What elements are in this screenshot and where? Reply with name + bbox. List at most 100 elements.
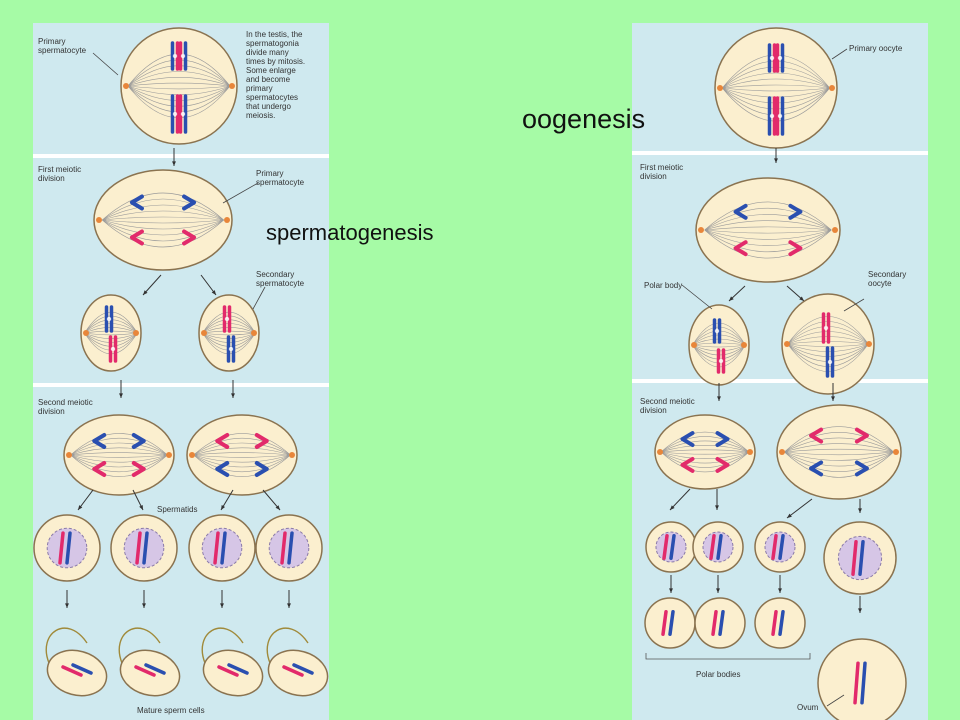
spermatogenesis-panel: Primary spermatocyte In the testis, the … <box>33 23 329 720</box>
spindle-fiber <box>102 219 224 248</box>
chromosome <box>215 433 230 449</box>
chromosome <box>92 433 107 449</box>
spindle-fiber <box>784 451 894 467</box>
cell <box>186 414 298 496</box>
arrow <box>786 498 813 519</box>
chromosome <box>292 663 314 675</box>
leader-line <box>222 182 259 204</box>
chromosome <box>771 610 778 636</box>
spindle-fiber <box>70 454 168 472</box>
chromosome <box>220 531 227 565</box>
spindle-fiber <box>660 436 750 453</box>
spindle-fiber <box>704 201 832 231</box>
spindle-fiber <box>127 85 231 90</box>
spermatogenesis-illustration <box>33 27 329 697</box>
spindle-fiber <box>660 451 750 468</box>
centrosome <box>189 452 195 458</box>
secondary-oocyte-label: Secondary oocyte <box>868 270 907 288</box>
polar-body-label: Polar body <box>644 281 683 290</box>
centromere <box>180 111 186 117</box>
chromosome <box>282 665 304 677</box>
arrow-head <box>831 396 835 401</box>
spindle-fiber <box>722 84 830 89</box>
centromere <box>106 316 112 322</box>
second-meiotic-division-label: Second meiotic division <box>38 398 93 416</box>
arrow-head <box>715 505 719 510</box>
spindle-fiber <box>127 77 231 87</box>
leader-line <box>831 48 848 60</box>
chromosome <box>254 433 269 449</box>
chromosome <box>129 229 144 246</box>
spermatogenesis-title: spermatogenesis <box>266 220 434 245</box>
chromosome <box>854 460 869 477</box>
spindle-fiber <box>193 452 291 456</box>
oogenesis-illustration <box>644 27 907 720</box>
spindle-fiber <box>70 447 168 456</box>
spindle-fiber <box>102 192 224 221</box>
chromosome <box>661 610 668 636</box>
spindle-fiber <box>660 451 750 459</box>
mature-sperm-cells-label: Mature sperm cells <box>137 706 205 715</box>
spindle-fiber <box>784 426 894 453</box>
spindle-fiber <box>193 454 291 472</box>
chromosome <box>733 203 748 220</box>
centrosome <box>784 341 790 347</box>
chromosome <box>65 531 72 565</box>
spindle-fiber <box>660 451 750 473</box>
arrow-head <box>287 603 291 608</box>
first-meiotic-division-label: First meiotic division <box>38 165 82 183</box>
centrosome <box>691 342 697 348</box>
chromosome <box>254 461 269 477</box>
cell <box>80 294 142 372</box>
arrow <box>669 488 691 511</box>
centrosome <box>832 227 838 233</box>
chromosome <box>788 240 803 257</box>
cell <box>63 414 175 496</box>
centromere <box>714 328 720 334</box>
centromere <box>180 53 186 59</box>
spindle-fiber <box>70 442 168 456</box>
arrow-head <box>221 505 226 510</box>
centrosome <box>698 227 704 233</box>
spindle-fiber <box>102 216 224 221</box>
spindle-fiber <box>784 437 894 453</box>
spindle-fiber <box>784 431 894 453</box>
cell <box>695 177 841 283</box>
spindle-fiber <box>704 229 832 259</box>
arrow-head <box>78 505 83 510</box>
chromosome <box>809 427 824 444</box>
spindle-fiber <box>102 219 224 224</box>
centrosome <box>83 330 89 336</box>
centromere <box>172 111 178 117</box>
centrosome <box>96 217 102 223</box>
chromosome <box>131 433 146 449</box>
chromosome <box>854 427 869 444</box>
centrosome <box>741 342 747 348</box>
centrosome <box>866 341 872 347</box>
spindle-fiber <box>102 210 224 221</box>
arrow-head <box>143 290 148 295</box>
arrow-head <box>799 296 804 301</box>
arrow-head <box>670 505 675 510</box>
cell <box>817 638 907 720</box>
spindle-fiber <box>722 78 830 89</box>
leader-line <box>843 298 865 312</box>
stage-divider <box>33 154 329 158</box>
chromosome <box>718 610 725 636</box>
centromere <box>777 55 783 61</box>
centrosome <box>224 217 230 223</box>
centromere <box>769 55 775 61</box>
chromosome <box>134 665 156 677</box>
centrosome <box>201 330 207 336</box>
chromosome <box>135 531 142 565</box>
cell <box>654 414 756 490</box>
centromere <box>172 53 178 59</box>
spindle-fiber <box>70 438 168 456</box>
spindle-fiber <box>84 332 138 336</box>
oogenesis-panel: Primary oocyte First meiotic division Po… <box>632 23 928 720</box>
chromosome <box>287 531 294 565</box>
chromosome <box>61 665 83 677</box>
centromere <box>110 346 116 352</box>
spindle-fiber <box>660 449 750 453</box>
spindle-fiber <box>102 219 224 230</box>
